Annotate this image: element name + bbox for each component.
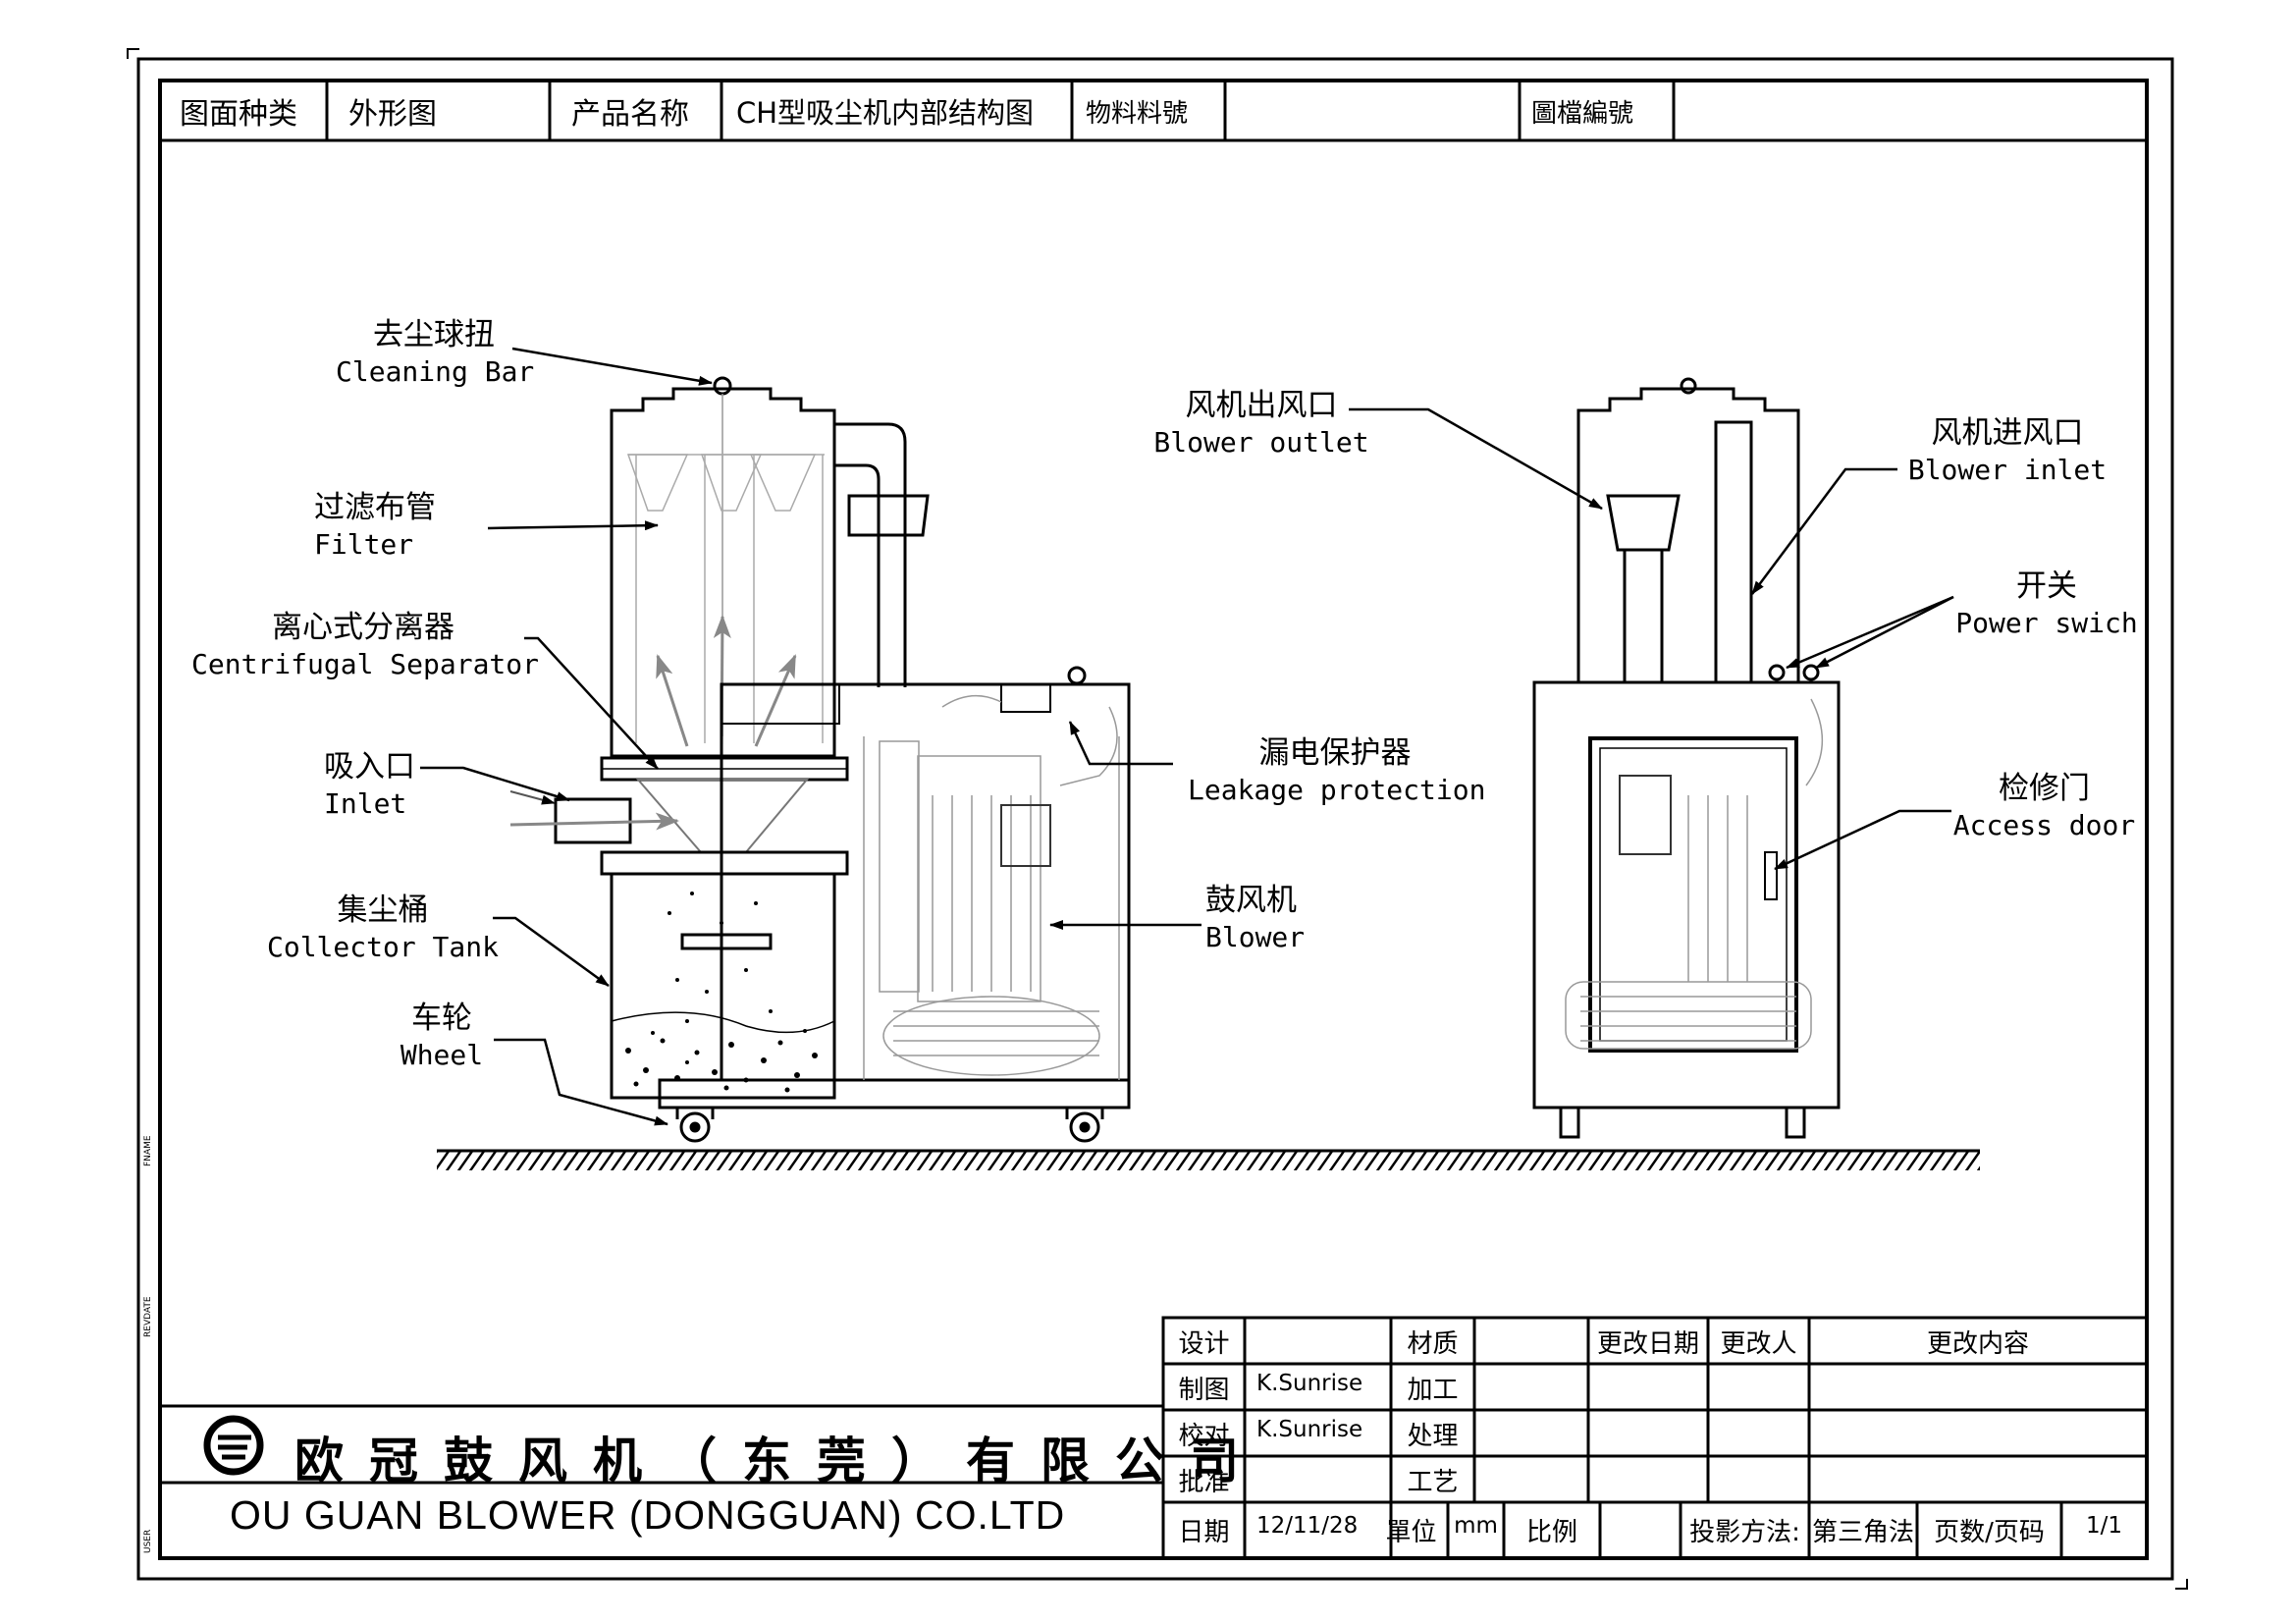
right-machine xyxy=(1532,377,1841,1139)
callout-filter: 过滤布管 Filter xyxy=(314,489,471,564)
callout-blower-en: Blower xyxy=(1205,921,1306,953)
tb-page-value: 1/1 xyxy=(2085,1513,2122,1539)
callout-cleaning-bar: 去尘球扭 Cleaning Bar xyxy=(336,316,535,391)
callout-separator-cn: 离心式分离器 xyxy=(272,610,454,645)
callout-wheel-cn: 车轮 xyxy=(411,1001,472,1036)
drawing-type-label: 图面种类 xyxy=(180,97,297,132)
tb-date-label: 日期 xyxy=(1178,1517,1230,1547)
tb-scale-label: 比例 xyxy=(1525,1517,1577,1547)
ground-hatch xyxy=(437,1149,1980,1170)
margin-tag-revdate: REVDATE xyxy=(143,1296,153,1337)
callout-filter-cn: 过滤布管 xyxy=(314,490,436,525)
callout-leakage: 漏电保护器 Leakage protection xyxy=(1188,734,1486,809)
callout-inlet-en: Inlet xyxy=(324,787,407,820)
tb-projection-value: 第三角法 xyxy=(1811,1517,1914,1547)
tb-drawing-label: 制图 xyxy=(1178,1375,1230,1405)
callout-access-door-en: Access door xyxy=(1952,809,2136,841)
tb-page-label: 页数/页码 xyxy=(1934,1517,2045,1547)
callout-blower-inlet: 风机进风口 Blower inlet xyxy=(1904,414,2110,489)
tb-treatment-label: 处理 xyxy=(1407,1421,1459,1451)
tb-change-content-label: 更改内容 xyxy=(1926,1328,2029,1359)
callout-power-switch: 开关 Power swich xyxy=(1949,568,2145,642)
inner-border xyxy=(158,79,2149,1560)
tb-projection-label: 投影方法: xyxy=(1689,1517,1800,1547)
tb-changer-label: 更改人 xyxy=(1720,1328,1797,1359)
callout-inlet-cn: 吸入口 xyxy=(324,749,415,784)
callout-leakage-cn: 漏电保护器 xyxy=(1258,735,1412,771)
tb-unit-value: mm xyxy=(1454,1513,1498,1539)
tb-date-value: 12/11/28 xyxy=(1256,1513,1359,1539)
tb-machining-label: 加工 xyxy=(1407,1375,1459,1405)
callout-power-switch-cn: 开关 xyxy=(2016,568,2077,604)
callout-collector: 集尘桶 Collector Tank xyxy=(265,892,501,966)
company-name-cn: 欧冠鼓风机（东莞）有限公司 xyxy=(294,1432,1264,1489)
callout-blower-outlet-cn: 风机出风口 xyxy=(1185,388,1338,423)
callout-blower-cn: 鼓风机 xyxy=(1205,883,1297,918)
callout-access-door-cn: 检修门 xyxy=(1999,771,2090,806)
callout-blower: 鼓风机 Blower xyxy=(1205,882,1313,956)
callout-collector-en: Collector Tank xyxy=(266,931,499,963)
tb-unit-label: 單位 xyxy=(1385,1517,1437,1547)
tb-drawing-value: K.Sunrise xyxy=(1256,1371,1363,1396)
callout-power-switch-en: Power swich xyxy=(1955,607,2138,639)
leader-lines xyxy=(420,347,1954,1126)
tb-design-label: 设计 xyxy=(1178,1328,1230,1359)
callout-blower-outlet-en: Blower outlet xyxy=(1153,426,1369,459)
company-logo xyxy=(203,1415,264,1476)
callout-blower-inlet-en: Blower inlet xyxy=(1907,454,2108,486)
left-machine xyxy=(509,376,1131,1143)
drawing-type-value: 外形图 xyxy=(348,97,437,132)
tb-process-label: 工艺 xyxy=(1407,1467,1459,1497)
callout-filter-en: Filter xyxy=(314,528,414,561)
product-name-value: CH型吸尘机内部结构图 xyxy=(736,96,1035,130)
company-name-en: OU GUAN BLOWER (DONGGUAN) CO.LTD xyxy=(230,1492,1066,1538)
tb-check-value: K.Sunrise xyxy=(1256,1417,1363,1442)
callout-blower-outlet: 风机出风口 Blower outlet xyxy=(1153,387,1369,461)
corner-marks xyxy=(127,48,2188,1590)
product-name-label: 产品名称 xyxy=(571,97,689,132)
callout-inlet: 吸入口 Inlet xyxy=(324,748,432,823)
title-block-grid xyxy=(160,1316,2149,1560)
callout-separator-en: Centrifugal Separator xyxy=(191,648,540,680)
header-grid xyxy=(160,81,2147,142)
callout-blower-inlet-cn: 风机进风口 xyxy=(1931,415,2084,451)
tb-check-label: 校对 xyxy=(1178,1421,1230,1451)
margin-tag-user: USER xyxy=(143,1529,153,1553)
material-no-label: 物料料號 xyxy=(1086,98,1189,129)
tb-approve-label: 批准 xyxy=(1178,1467,1230,1497)
callout-separator: 离心式分离器 Centrifugal Separator xyxy=(191,609,540,683)
tb-material-label: 材质 xyxy=(1407,1328,1459,1359)
callout-access-door: 检修门 Access door xyxy=(1949,770,2140,844)
callout-cleaning-bar-en: Cleaning Bar xyxy=(336,355,535,388)
margin-tag-fname: FNAME xyxy=(143,1135,153,1166)
callout-cleaning-bar-cn: 去尘球扭 xyxy=(373,317,495,352)
callout-wheel-en: Wheel xyxy=(400,1039,484,1071)
tb-change-date-label: 更改日期 xyxy=(1596,1328,1699,1359)
callout-wheel: 车轮 Wheel xyxy=(393,1000,491,1074)
file-no-label: 圖檔編號 xyxy=(1531,98,1634,129)
callout-leakage-en: Leakage protection xyxy=(1188,774,1486,806)
callout-collector-cn: 集尘桶 xyxy=(337,893,429,928)
outer-border xyxy=(136,57,2174,1581)
